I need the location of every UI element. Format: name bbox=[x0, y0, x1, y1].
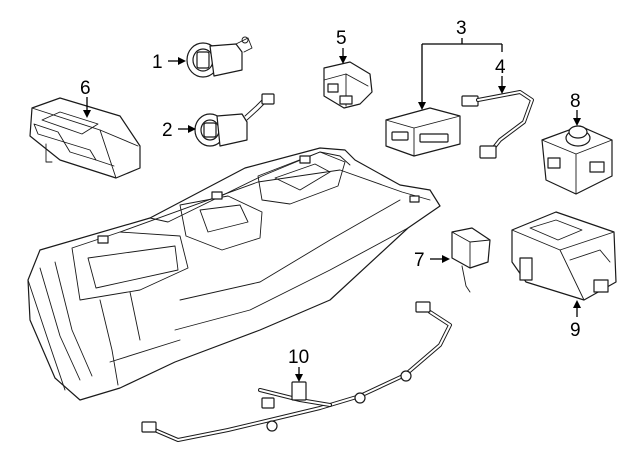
callout-2: 2 bbox=[162, 120, 196, 141]
callout-8-number: 8 bbox=[570, 91, 581, 112]
callout-9-number: 9 bbox=[570, 320, 581, 341]
callout-3-number: 3 bbox=[456, 18, 467, 39]
callout-6-number: 6 bbox=[80, 78, 91, 99]
callout-4-number: 4 bbox=[495, 57, 506, 78]
callout-10-number: 10 bbox=[288, 347, 309, 368]
part-7-switch bbox=[451, 227, 491, 293]
callout-7: 7 bbox=[414, 250, 450, 271]
callout-5: 5 bbox=[336, 28, 347, 64]
callout-7-number: 7 bbox=[414, 250, 425, 271]
callout-5-number: 5 bbox=[336, 28, 347, 49]
part-9-housing bbox=[511, 211, 617, 301]
callout-10: 10 bbox=[288, 347, 309, 382]
callout-3: 3 bbox=[418, 18, 503, 110]
center-console bbox=[27, 147, 441, 401]
part-4-harness bbox=[461, 90, 534, 159]
part-10-harness bbox=[141, 301, 452, 442]
callout-4: 4 bbox=[495, 57, 506, 94]
part-3-module bbox=[385, 107, 461, 157]
callout-9: 9 bbox=[570, 300, 581, 341]
part-5-bracket bbox=[323, 61, 373, 109]
part-8-shifter bbox=[541, 125, 613, 195]
part-6-switch-panel bbox=[29, 97, 141, 179]
callout-6: 6 bbox=[80, 78, 91, 118]
callout-1: 1 bbox=[152, 52, 186, 73]
part-2-outlet-harness bbox=[194, 93, 275, 147]
callout-2-number: 2 bbox=[162, 120, 173, 141]
callout-8: 8 bbox=[570, 91, 581, 126]
part-1-power-outlet bbox=[186, 36, 253, 78]
callout-1-number: 1 bbox=[152, 52, 163, 73]
